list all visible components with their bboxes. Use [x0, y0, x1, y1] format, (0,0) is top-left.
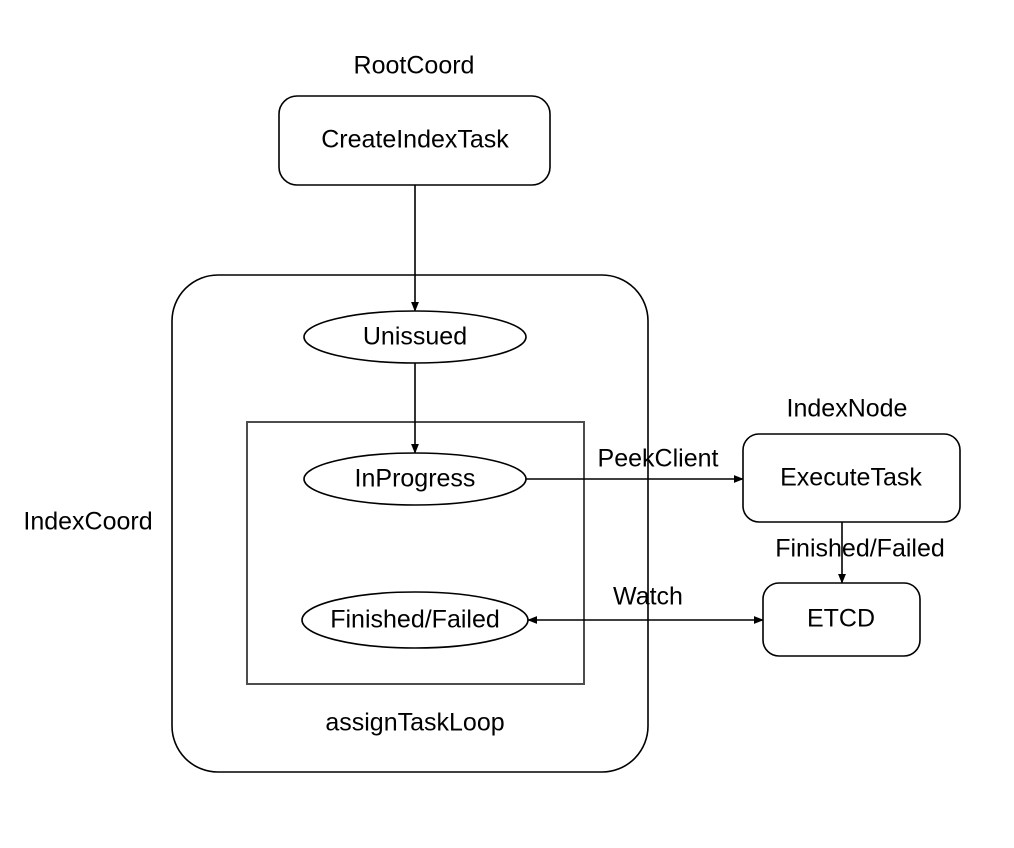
unissued-shape	[303, 310, 527, 364]
unissued-label: Unissued	[363, 323, 467, 351]
finished-failed-state-shape	[301, 591, 529, 649]
inprogress-label: InProgress	[355, 465, 476, 493]
etcd-shape	[762, 582, 921, 657]
finished-failed-state-label: Finished/Failed	[330, 606, 500, 634]
node-execute-task[interactable]: ExecuteTask	[742, 433, 961, 523]
node-finished-failed-state[interactable]: Finished/Failed	[301, 591, 529, 649]
indexnode-group-label: IndexNode	[787, 395, 908, 423]
node-etcd[interactable]: ETCD	[762, 582, 921, 657]
inprogress-shape	[303, 452, 527, 506]
node-inprogress[interactable]: InProgress	[303, 452, 527, 506]
assigntaskloop-group-label: assignTaskLoop	[325, 709, 504, 737]
peekclient-label: PeekClient	[598, 445, 719, 473]
finished-failed-edge-label: Finished/Failed	[775, 535, 945, 563]
edge-label-watch: Watch	[613, 583, 683, 611]
node-create-index-task[interactable]: CreateIndexTask	[278, 95, 551, 186]
execute-task-shape	[742, 433, 961, 523]
create-index-task-shape	[278, 95, 551, 186]
indexcoord-container	[171, 274, 649, 773]
watch-label: Watch	[613, 583, 683, 611]
etcd-label: ETCD	[807, 605, 875, 633]
create-index-task-label: CreateIndexTask	[321, 126, 509, 154]
indexcoord-group-label: IndexCoord	[23, 508, 152, 536]
edge-label-finished-failed: Finished/Failed	[775, 535, 945, 563]
rootcoord-group-label: RootCoord	[354, 52, 475, 80]
node-unissued[interactable]: Unissued	[303, 310, 527, 364]
edge-label-peekclient: PeekClient	[598, 445, 719, 473]
execute-task-label: ExecuteTask	[780, 464, 922, 492]
